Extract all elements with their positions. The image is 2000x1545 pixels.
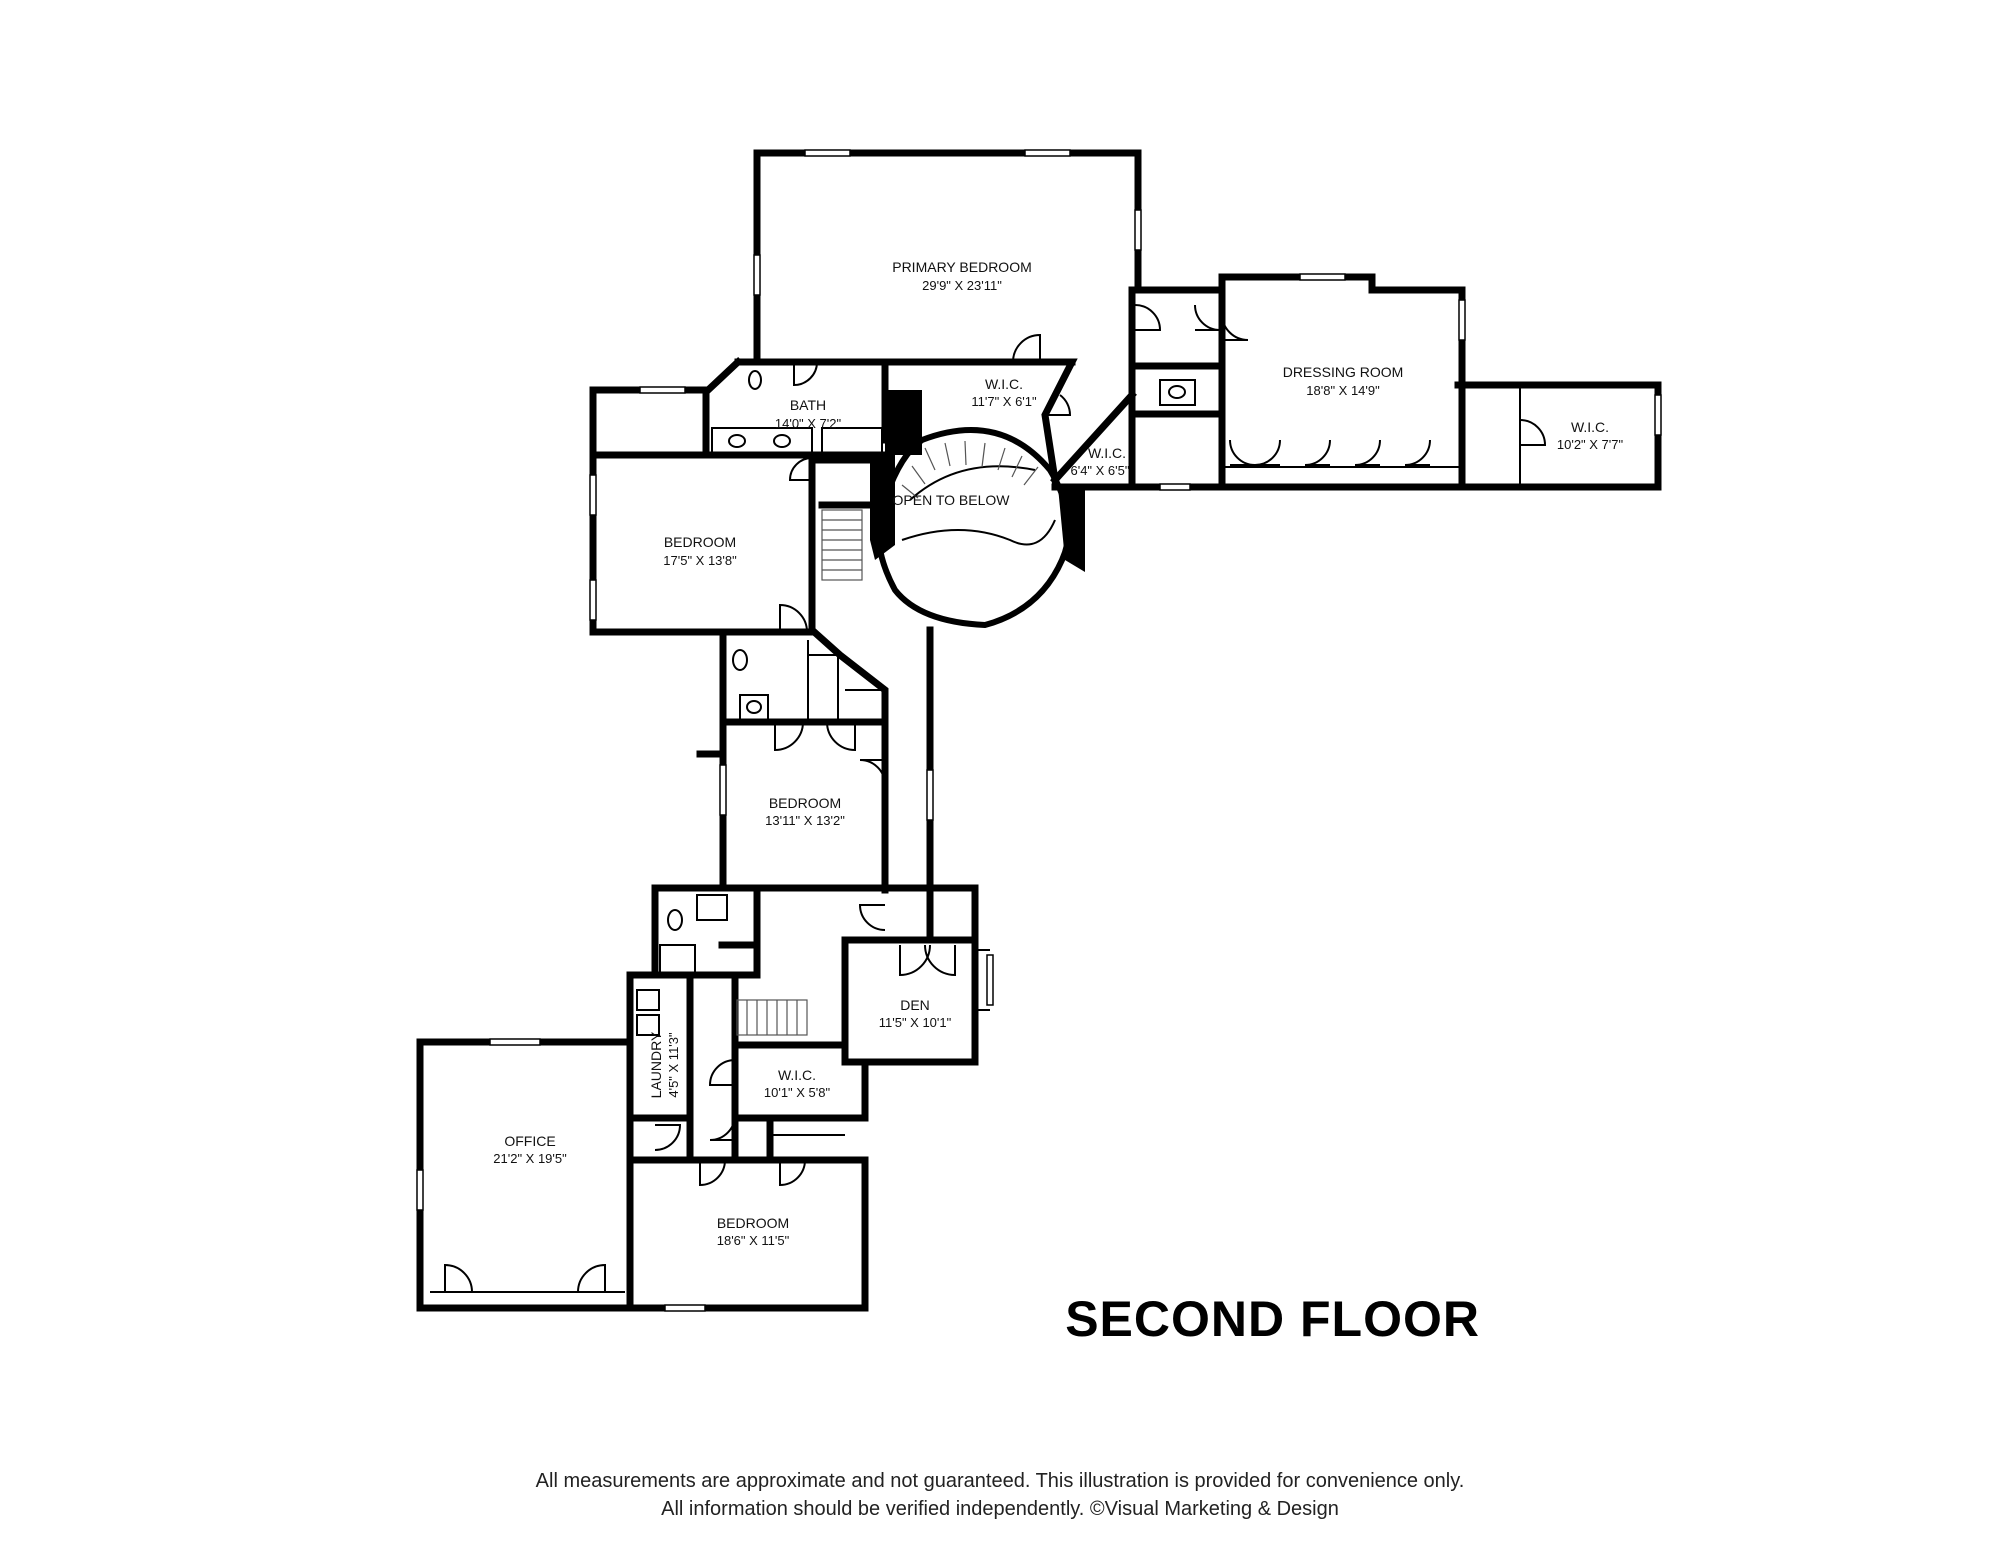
room-labels: PRIMARY BEDROOM 29'9" X 23'11" DRESSING …: [493, 259, 1623, 1248]
room-dressing-room-name: DRESSING ROOM: [1283, 364, 1404, 380]
side-stairs: [736, 509, 863, 1036]
disclaimer-line-1: All measurements are approximate and not…: [535, 1470, 1465, 1492]
fixtures: [636, 370, 1196, 1036]
room-open-to-below-name: OPEN TO BELOW: [893, 492, 1011, 508]
room-wic-main-dims: 11'7" X 6'1": [971, 394, 1037, 409]
walls: [416, 149, 1662, 1312]
room-primary-bedroom-dims: 29'9" X 23'11": [922, 278, 1002, 293]
disclaimer-line-2: All information should be verified indep…: [661, 1498, 1339, 1520]
room-den-dims: 11'5" X 10'1": [879, 1015, 952, 1030]
room-bedroom-2-name: BEDROOM: [769, 795, 841, 811]
room-wic-lower-dims: 10'1" X 5'8": [764, 1085, 831, 1100]
room-primary-bedroom-name: PRIMARY BEDROOM: [892, 259, 1032, 275]
grand-staircase: [870, 390, 1085, 629]
room-wic-east-dims: 10'2" X 7'7": [1557, 437, 1624, 452]
room-wic-lower-name: W.I.C.: [778, 1067, 816, 1083]
room-office-dims: 21'2" X 19'5": [493, 1151, 567, 1166]
room-wic-east-name: W.I.C.: [1571, 419, 1609, 435]
floor-title: SECOND FLOOR: [1065, 1291, 1480, 1347]
room-wic-small-name: W.I.C.: [1088, 445, 1126, 461]
room-laundry-dims: 4'5" X 11'3": [666, 1032, 681, 1098]
room-dressing-room-dims: 18'8" X 14'9": [1306, 383, 1380, 398]
room-wic-main-name: W.I.C.: [985, 376, 1023, 392]
windows: [416, 149, 1662, 1312]
room-bedroom-3-name: BEDROOM: [717, 1215, 789, 1231]
room-bedroom-2-dims: 13'11" X 13'2": [765, 813, 845, 828]
room-bath-dims: 14'0" X 7'2": [775, 416, 842, 431]
room-bath-name: BATH: [790, 397, 826, 413]
room-bedroom-3-dims: 18'6" X 11'5": [717, 1233, 790, 1248]
room-den-name: DEN: [900, 997, 930, 1013]
room-bedroom-1-dims: 17'5" X 13'8": [663, 553, 737, 568]
room-office-name: OFFICE: [504, 1133, 555, 1149]
room-wic-small-dims: 6'4" X 6'5": [1070, 463, 1129, 478]
room-laundry-name: LAUNDRY: [648, 1031, 664, 1098]
room-bedroom-1-name: BEDROOM: [664, 534, 736, 550]
doors: [444, 304, 1547, 1293]
